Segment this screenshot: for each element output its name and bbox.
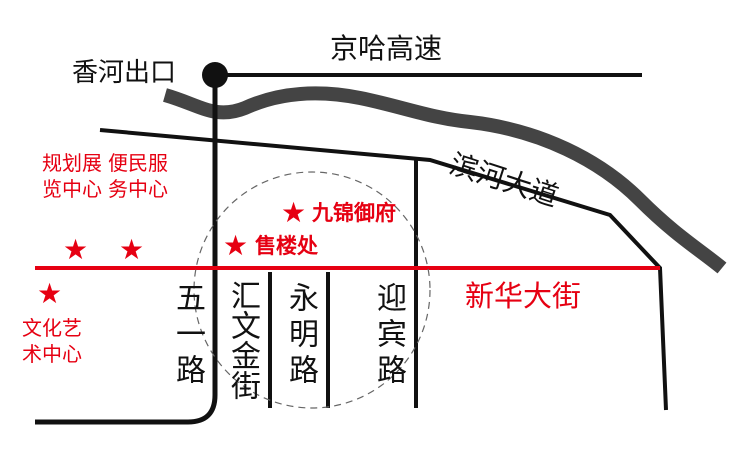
expressway-label: 京哈高速: [330, 32, 443, 65]
planning-center-label: 规划展览中心: [42, 151, 102, 201]
wuyi-road: [35, 75, 218, 425]
star-icon: ★: [281, 196, 307, 229]
riverside-road: [99, 128, 668, 411]
star-icon: ★: [223, 229, 249, 262]
project-label: 九锦御府: [312, 201, 396, 225]
yingbin-label: 迎宾路: [371, 282, 406, 390]
wuyi-label: 五一路: [170, 282, 205, 390]
river: [163, 86, 727, 274]
main-street-label: 新华大街: [465, 279, 582, 313]
service-center-label: 便民服务中心: [108, 151, 168, 201]
huiwen-label: 汇文金街: [225, 280, 260, 400]
yongming-label: 永明路: [283, 282, 318, 390]
radius-circle: [193, 171, 431, 409]
star-icon: ★: [37, 277, 63, 310]
exit-label: 香河出口: [72, 58, 177, 88]
culture-center-label: 文化艺术中心: [22, 316, 82, 366]
sales-office-label: 售楼处: [255, 234, 318, 258]
star-icon: ★: [63, 233, 89, 266]
exit-dot: [202, 62, 228, 88]
star-icon: ★: [119, 233, 145, 266]
